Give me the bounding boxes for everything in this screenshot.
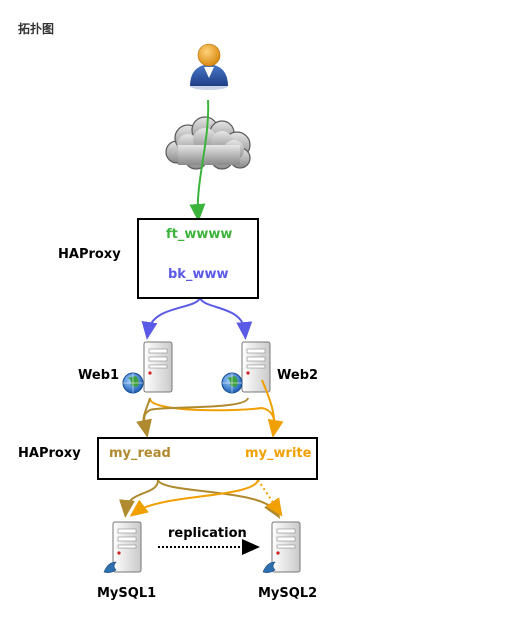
write-label: my_write [245,446,312,461]
web1-to-write-arrow [149,397,284,438]
web1-label: Web1 [78,368,120,383]
haproxy-top-label: HAProxy [58,247,121,262]
replication-label: replication [168,526,247,541]
mysql2-server-icon [271,521,301,573]
mysql2-database-icon [262,561,276,573]
web2-label: Web2 [277,368,319,383]
backend-arrow-web2 [199,297,253,340]
web2-globe-icon [221,372,243,394]
backend-arrow-web1 [141,297,201,340]
read-to-mysql1-arrow [119,479,159,518]
web1-to-read-arrow [142,397,151,431]
mysql1-server-icon [112,521,142,573]
mysql1-database-icon [103,561,117,573]
read-label: my_read [109,446,171,461]
web2-to-read-arrow [136,397,249,438]
frontend-label: ft_wwww [166,227,233,242]
user-icon [190,43,228,90]
web1-server-icon [143,341,173,393]
haproxy-top-box [137,218,259,299]
haproxy-bottom-box [97,437,318,480]
haproxy-bottom-label: HAProxy [18,446,81,461]
backend-label: bk_www [168,267,229,282]
page-title: 拓扑图 [18,22,55,36]
write-to-mysql2-arrow [257,479,283,517]
web2-to-write-arrow [261,379,276,431]
web1-globe-icon [122,372,144,394]
read-to-mysql2-arrow [157,479,281,519]
mysql1-label: MySQL1 [97,586,157,601]
web2-server-icon [241,341,271,393]
write-to-mysql1-arrow [129,479,259,517]
client-flow-arrow [189,99,210,222]
mysql2-label: MySQL2 [258,586,318,601]
